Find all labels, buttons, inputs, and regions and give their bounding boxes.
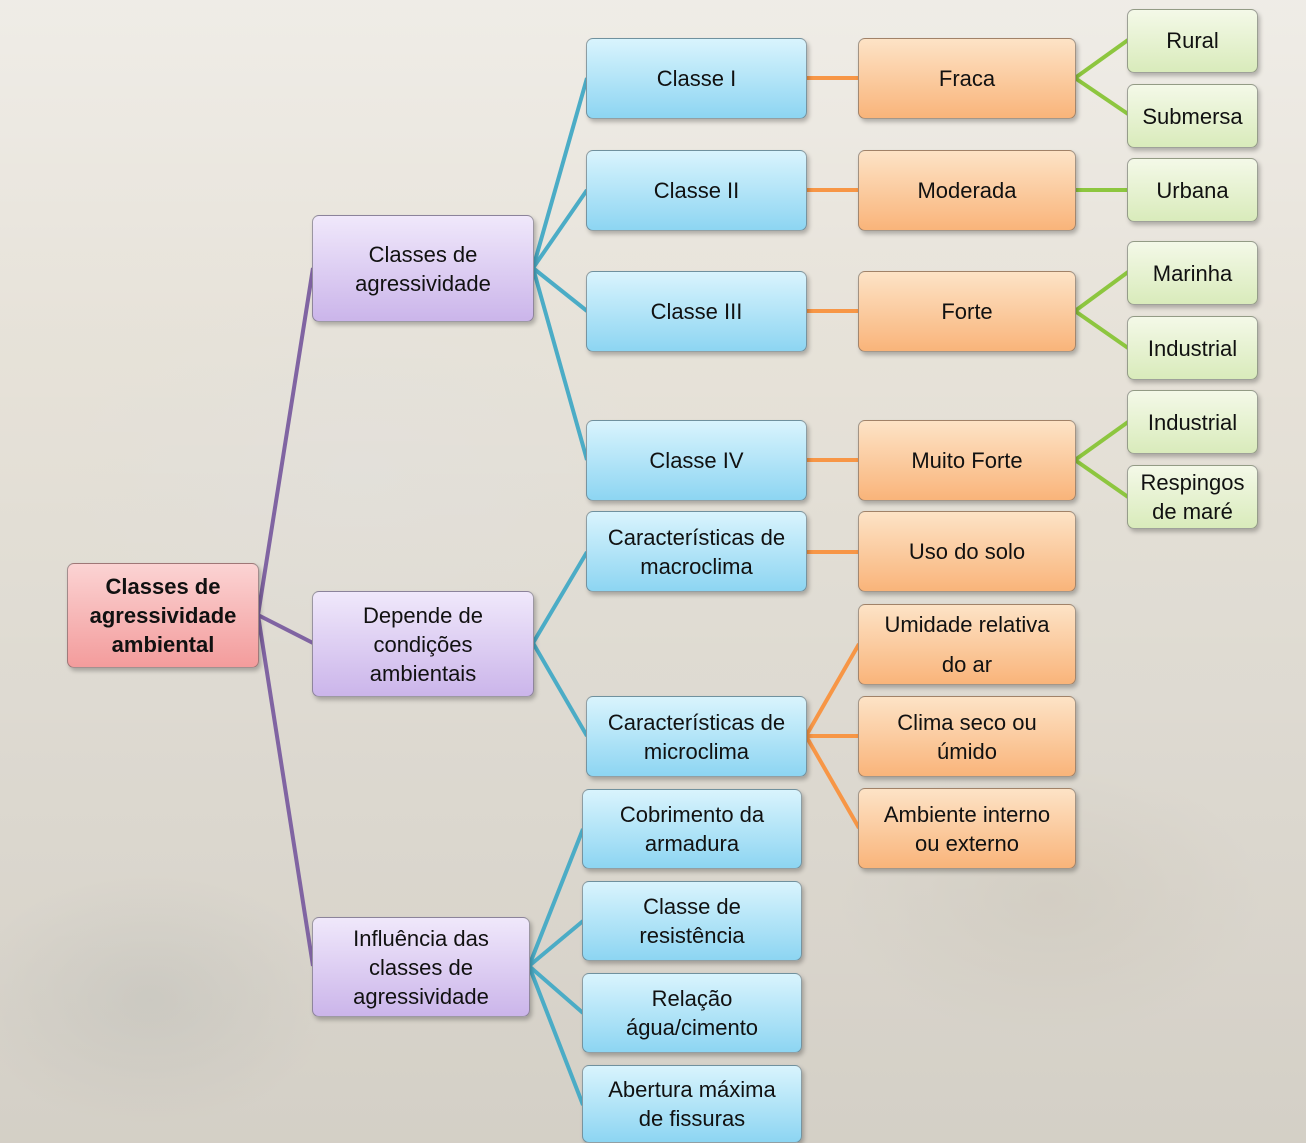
link-muitoforte-respingos (1073, 458, 1130, 499)
link-classes-c1 (531, 77, 589, 269)
node-submersa: Submersa (1127, 84, 1258, 148)
link-micro-ambiente (804, 735, 861, 829)
link-classes-c2 (531, 188, 589, 270)
node-uso-do-solo: Uso do solo (858, 511, 1076, 592)
node-depende-de-condicoes: Depende de condições ambientais (312, 591, 534, 697)
node-relacao-agua-cimento: Relação água/cimento (582, 973, 802, 1053)
node-classe-ii: Classe II (586, 150, 807, 231)
node-classe-iv: Classe IV (586, 420, 807, 501)
link-micro-umidade (804, 643, 861, 737)
root-node: Classes de agressividade ambiental (67, 563, 259, 668)
link-fraca-submersa (1073, 76, 1130, 116)
node-classe-resistencia: Classe de resistência (582, 881, 802, 961)
node-ambiente-interno-externo: Ambiente interno ou externo (858, 788, 1076, 869)
link-influencia-rel (527, 964, 585, 1015)
link-classes-c4 (531, 267, 589, 461)
link-depende-micro (531, 641, 589, 738)
link-influencia-abe (527, 965, 585, 1106)
node-marinha: Marinha (1127, 241, 1258, 305)
link-classes-c3 (531, 266, 589, 313)
node-rural: Rural (1127, 9, 1258, 73)
link-forte-marinha (1073, 270, 1130, 313)
link-root-depende (257, 613, 314, 645)
node-muito-forte: Muito Forte (858, 420, 1076, 501)
link-forte-industrial (1073, 309, 1130, 350)
link-root-classes (256, 267, 315, 616)
node-urbana: Urbana (1127, 158, 1258, 222)
node-classe-i: Classe I (586, 38, 807, 119)
node-influencia-das-classes: Influência das classes de agressividade (312, 917, 530, 1017)
node-moderada: Moderada (858, 150, 1076, 231)
node-caracteristicas-microclima: Características de microclima (586, 696, 807, 777)
link-root-influencia (256, 614, 315, 967)
node-classe-iii: Classe III (586, 271, 807, 352)
link-fraca-rural (1073, 38, 1130, 80)
node-clima-seco-umido: Clima seco ou úmido (858, 696, 1076, 777)
node-cobrimento-armadura: Cobrimento da armadura (582, 789, 802, 869)
node-umidade-relativa: Umidade relativa do ar (858, 604, 1076, 685)
node-caracteristicas-macroclima: Características de macroclima (586, 511, 807, 592)
node-industrial-muito-forte: Industrial (1127, 390, 1258, 454)
node-fraca: Fraca (858, 38, 1076, 119)
link-influencia-res (527, 919, 585, 968)
node-classes-de-agressividade: Classes de agressividade (312, 215, 534, 322)
link-muitoforte-industrial (1073, 420, 1130, 462)
node-respingos-de-mare: Respingos de maré (1127, 465, 1258, 529)
node-abertura-maxima-fissuras: Abertura máxima de fissuras (582, 1065, 802, 1143)
node-industrial-forte: Industrial (1127, 316, 1258, 380)
link-influencia-cob (527, 828, 585, 967)
link-depende-macro (531, 550, 589, 645)
node-forte: Forte (858, 271, 1076, 352)
